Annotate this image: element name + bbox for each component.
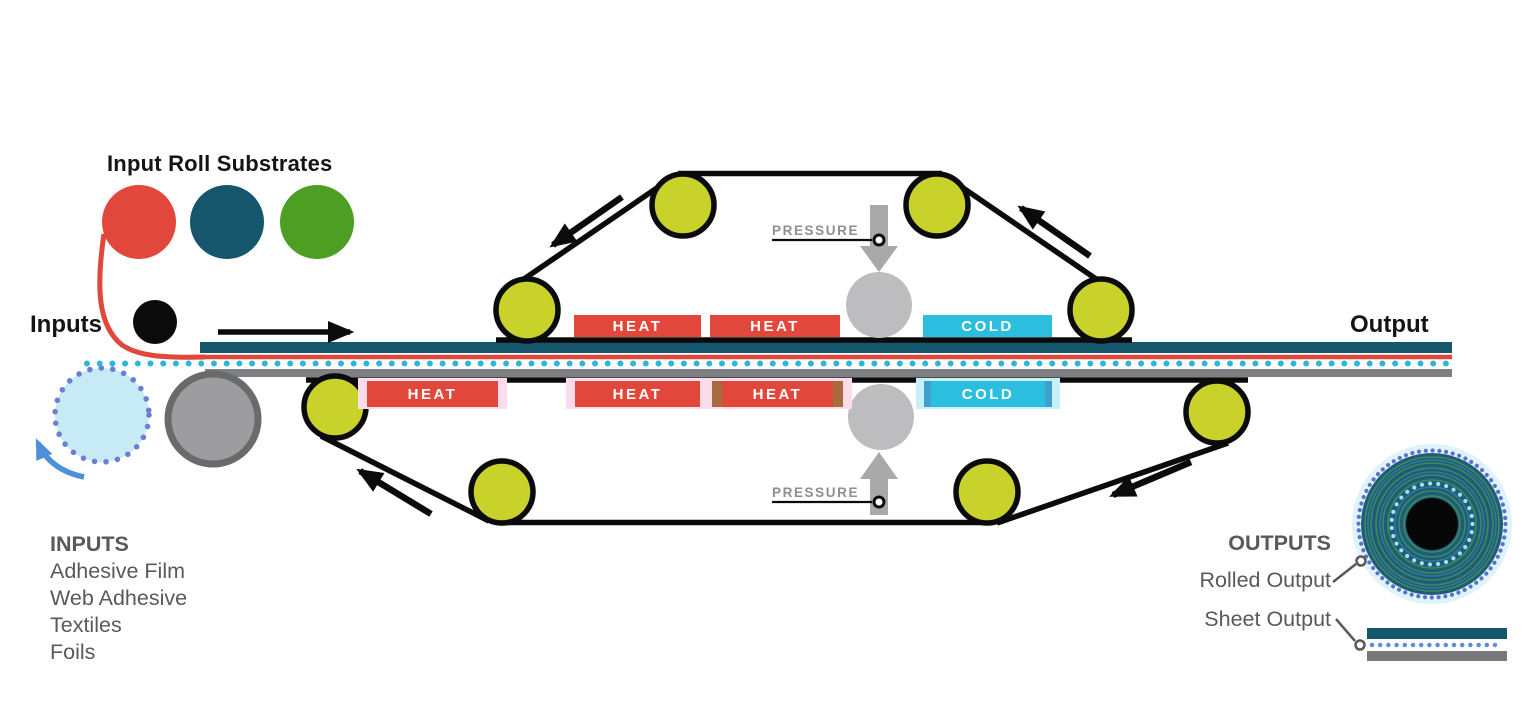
lower-roller-top-left — [301, 373, 369, 441]
rolled-output-leader-dot — [1355, 555, 1367, 567]
stack-substrate-teal-layer — [200, 342, 1452, 353]
input-roll-green — [280, 185, 354, 259]
outputs-legend-rolled-output: Rolled Output — [1199, 568, 1331, 592]
inputs-label: Inputs — [30, 311, 102, 338]
sheet-gray-layer — [1367, 651, 1507, 661]
material-stack — [84, 342, 1453, 377]
roll-blue-rings — [1367, 459, 1497, 589]
input-guide-roller-black — [133, 300, 177, 344]
inputs-legend-item-web-adhesive: Web Adhesive — [50, 586, 188, 610]
upper-belt — [496, 170, 1132, 343]
output-leaders — [1332, 555, 1367, 651]
lower-roller-bottom-right — [953, 458, 1021, 526]
lower-belt-right-diagonal — [996, 440, 1229, 526]
input-roll-teal — [190, 185, 264, 259]
upper-belt-left-diagonal — [503, 176, 672, 295]
stack-substrate-gray-layer — [205, 369, 1452, 377]
upper-roller-top-left — [649, 171, 717, 239]
input-roll-substrates-title: Input Roll Substrates — [107, 151, 333, 176]
rolled-output-graphic — [1352, 444, 1512, 604]
sheet-output-leader-line — [1335, 618, 1356, 642]
input-nip-roller-gray — [164, 370, 262, 468]
lower-heat-zone-2: HEAT — [575, 381, 700, 407]
unwind-roll-dotted-circle — [52, 365, 152, 465]
sheet-output-leader-dot — [1354, 639, 1366, 651]
red-film-feed-curve — [97, 233, 206, 360]
upper-belt-right-diagonal — [948, 176, 1123, 299]
pressure-top-leader-dot — [872, 233, 886, 247]
inputs-legend-item-adhesive-film: Adhesive Film — [50, 559, 186, 583]
inputs-legend-item-foils: Foils — [50, 640, 96, 664]
upper-cold-zone: COLD — [923, 315, 1052, 337]
roll-core — [1406, 498, 1458, 550]
rotation-arrow-icon — [35, 438, 85, 480]
pressure-unit-top — [772, 205, 912, 338]
roll-green-rings — [1364, 456, 1500, 592]
lower-cold-zone: COLD — [924, 381, 1052, 407]
output-label: Output — [1350, 311, 1429, 338]
roll-rim-dots — [1356, 448, 1508, 600]
upper-belt-rollers — [493, 171, 1135, 344]
inputs-legend-item-textiles: Textiles — [50, 613, 122, 637]
lower-belt-left-diagonal — [319, 433, 491, 524]
lower-belt-direction-arrow-right-icon — [1108, 459, 1193, 498]
pressure-unit-bottom — [772, 384, 914, 515]
sheet-output-graphic — [1367, 628, 1507, 661]
pressure-bottom-leader-dot — [872, 495, 886, 509]
lower-roller-top-right — [1183, 378, 1251, 446]
upper-heat-zone-1: HEAT — [574, 315, 701, 337]
inputs-legend: INPUTS Adhesive Film Web Adhesive Textil… — [50, 531, 187, 666]
rolled-output-leader-line — [1332, 563, 1357, 583]
input-roll-red — [102, 185, 176, 259]
pressure-arrow-up-icon — [860, 452, 898, 515]
input-section — [35, 185, 355, 480]
outputs-legend-sheet-output: Sheet Output — [1204, 607, 1331, 631]
pressure-bottom-label: PRESSURE — [772, 485, 860, 500]
upper-roller-bottom-right — [1067, 276, 1135, 344]
pressure-roller-bottom — [848, 384, 914, 450]
pressure-top-label: PRESSURE — [772, 223, 860, 238]
roll-dotted-ring — [1389, 481, 1475, 567]
lower-roller-bottom-left — [468, 458, 536, 526]
outputs-legend-heading: OUTPUTS — [1228, 531, 1331, 555]
upper-belt-direction-arrow-left-icon — [549, 194, 624, 248]
pressure-roller-top — [846, 272, 912, 338]
upper-roller-top-right — [903, 171, 971, 239]
lower-heat-zone-3: HEAT — [712, 381, 843, 407]
inputs-legend-heading: INPUTS — [50, 532, 129, 556]
upper-heat-zone-2: HEAT — [710, 315, 840, 337]
upper-belt-direction-arrow-right-icon — [1017, 205, 1092, 259]
lower-belt-rollers — [301, 373, 1251, 526]
lower-heat-zone-1: HEAT — [367, 381, 498, 407]
lower-belt-direction-arrow-left-icon — [356, 468, 433, 517]
upper-roller-bottom-left — [493, 276, 561, 344]
sheet-teal-layer — [1367, 628, 1507, 639]
